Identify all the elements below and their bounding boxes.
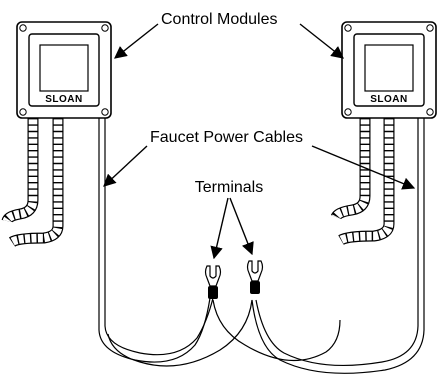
- screw-icon: [344, 24, 352, 32]
- label-control-modules: Control Modules: [161, 11, 278, 28]
- arrow-control-modules-right: [299, 23, 344, 59]
- power-cable-right: [107, 118, 425, 374]
- control-module-right: SLOAN: [341, 21, 437, 119]
- screw-icon: [19, 24, 27, 32]
- screw-icon: [101, 108, 109, 116]
- screw-icon: [19, 108, 27, 116]
- terminal-left: [204, 265, 222, 299]
- control-module-left: SLOAN: [16, 21, 112, 119]
- arrow-power-cables-left: [103, 145, 148, 187]
- hose-right-outer: [330, 118, 371, 220]
- arrow-terminals-right: [229, 197, 254, 256]
- arrow-terminals-left: [210, 197, 229, 260]
- arrow-control-modules-left: [114, 23, 159, 59]
- hose-left-inner: [8, 118, 64, 247]
- terminal-right: [246, 260, 264, 294]
- power-cable-left: [98, 118, 341, 363]
- label-faucet-power-cables: Faucet Power Cables: [150, 129, 303, 146]
- screw-icon: [101, 24, 109, 32]
- label-terminals: Terminals: [195, 179, 263, 196]
- screw-icon: [344, 108, 352, 116]
- module-brand-label: SLOAN: [45, 94, 83, 105]
- hose-left-outer: [1, 118, 39, 223]
- arrow-power-cables-right: [311, 145, 416, 190]
- module-brand-label: SLOAN: [370, 94, 408, 105]
- screw-icon: [426, 24, 434, 32]
- hose-right-inner: [338, 118, 395, 245]
- screw-icon: [426, 108, 434, 116]
